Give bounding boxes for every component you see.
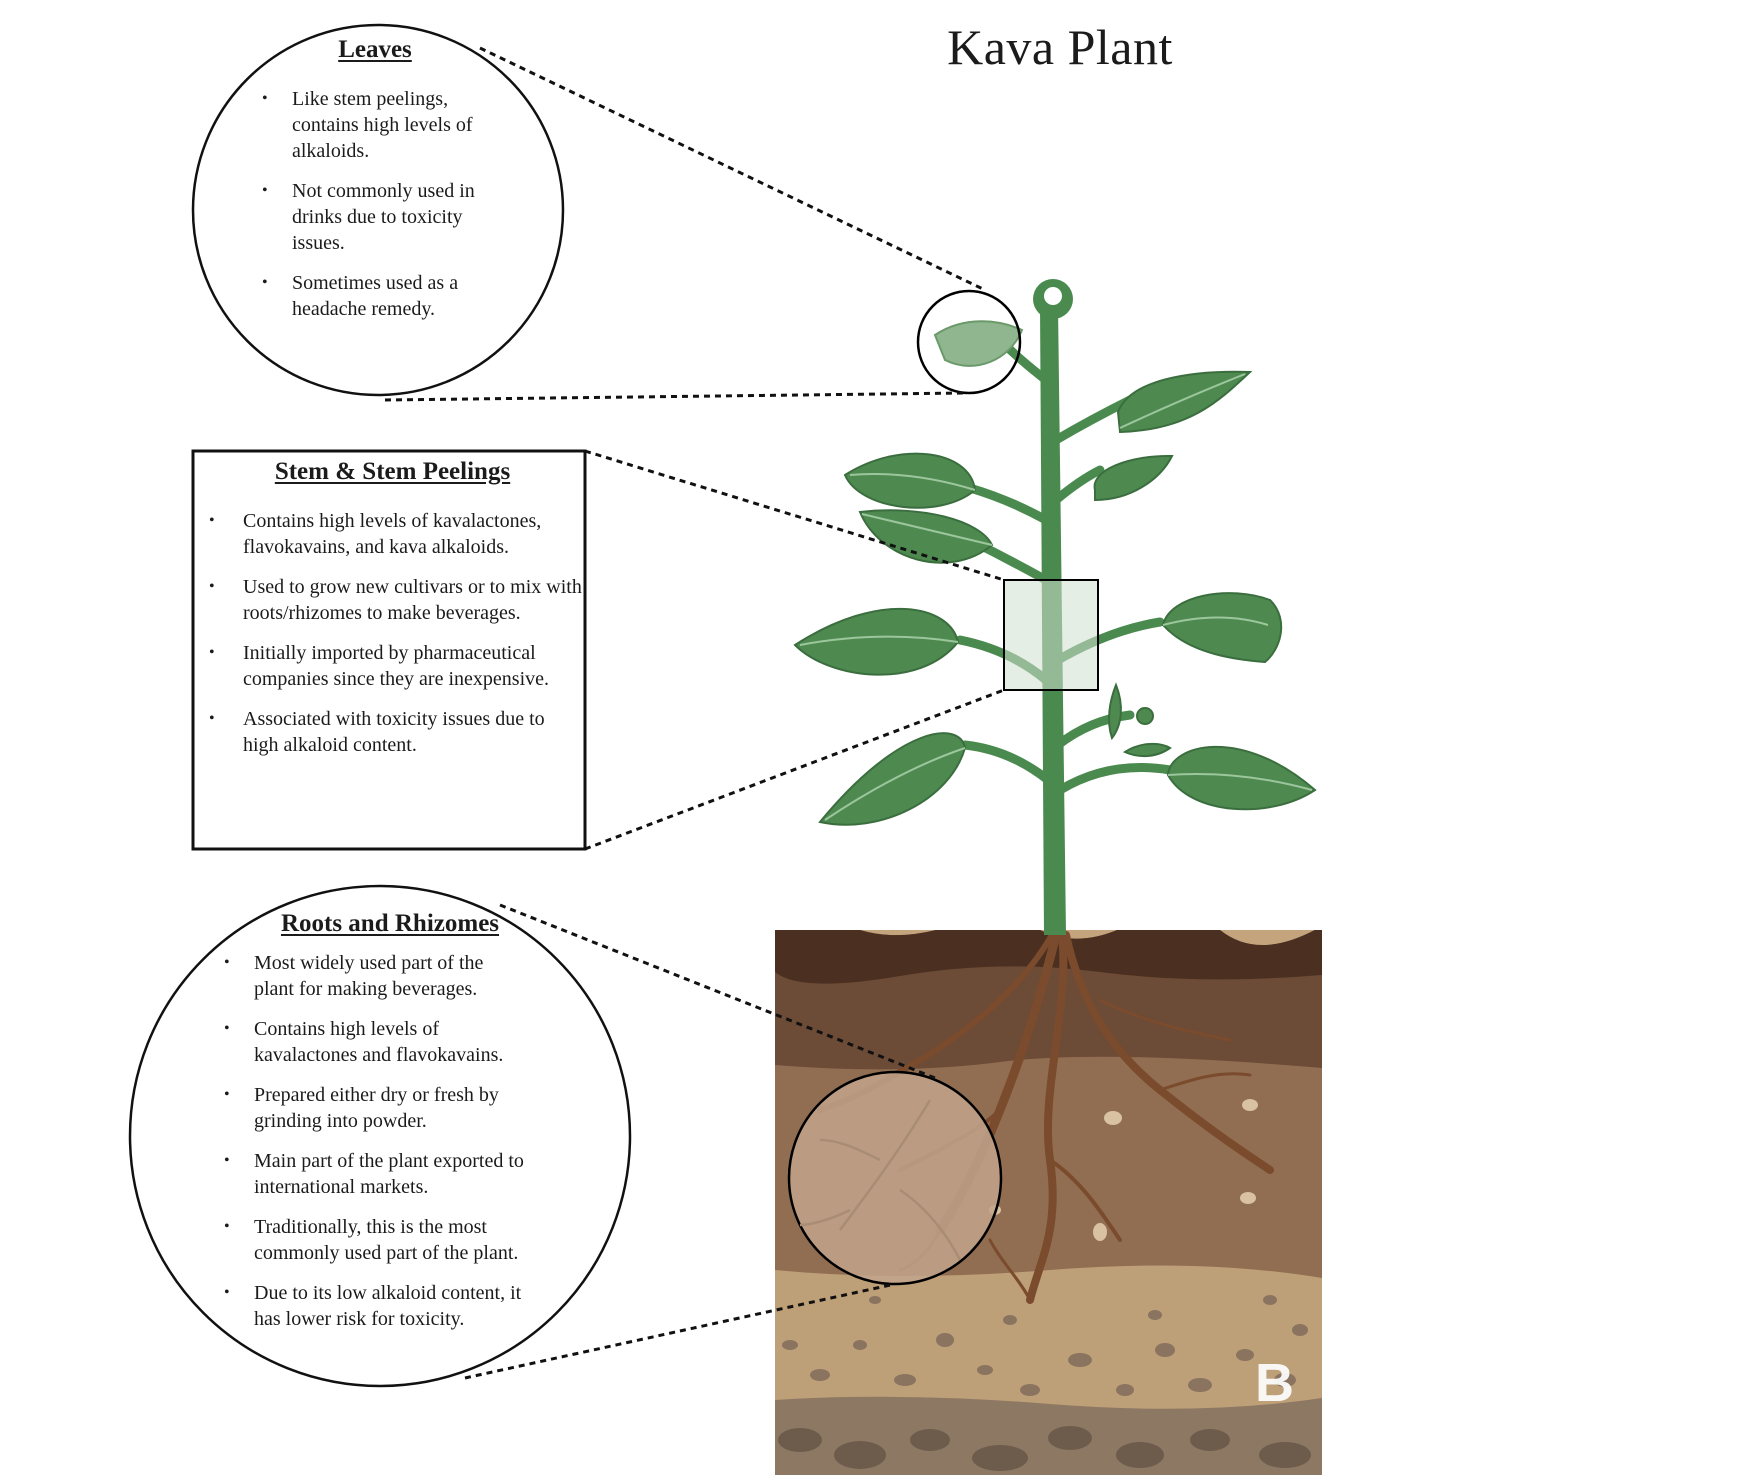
list-item: Associated with toxicity issues due to h… bbox=[195, 706, 590, 758]
list-item: Not commonly used in drinks due to toxic… bbox=[240, 178, 512, 256]
watermark-logo: B bbox=[1255, 1353, 1294, 1413]
list-item: Main part of the plant exported to inter… bbox=[210, 1148, 524, 1200]
list-item: Sometimes used as a headache remedy. bbox=[240, 270, 512, 322]
list-item: Contains high levels of kavalactones, fl… bbox=[195, 508, 590, 560]
kava-leaves bbox=[793, 370, 1317, 826]
leaves-heading: Leaves bbox=[338, 36, 412, 63]
list-item: Like stem peelings, contains high levels… bbox=[240, 86, 512, 164]
list-item: Prepared either dry or fresh by grinding… bbox=[210, 1082, 524, 1134]
list-item: Most widely used part of the plant for m… bbox=[210, 950, 524, 1002]
stem-heading: Stem & Stem Peelings bbox=[274, 458, 511, 485]
soil-layers bbox=[775, 930, 1322, 1475]
diagram-title: Kava Plant bbox=[947, 19, 1173, 75]
roots-callout: Roots and Rhizomes Most widely used part… bbox=[210, 910, 570, 1346]
list-item: Traditionally, this is the most commonly… bbox=[210, 1214, 524, 1266]
list-item: Used to grow new cultivars or to mix wit… bbox=[195, 574, 590, 626]
stem-callout: Stem & Stem Peelings Contains high level… bbox=[195, 458, 590, 772]
stem-bullet-list: Contains high levels of kavalactones, fl… bbox=[195, 508, 590, 758]
leaves-bullet-list: Like stem peelings, contains high levels… bbox=[240, 86, 560, 322]
list-item: Contains high levels of kavalactones and… bbox=[210, 1016, 524, 1068]
roots-heading: Roots and Rhizomes bbox=[280, 910, 500, 937]
roots-bullet-list: Most widely used part of the plant for m… bbox=[210, 950, 570, 1332]
leaves-callout: Leaves Like stem peelings, contains high… bbox=[240, 36, 560, 336]
list-item: Initially imported by pharmaceutical com… bbox=[195, 640, 590, 692]
list-item: Due to its low alkaloid content, it has … bbox=[210, 1280, 524, 1332]
